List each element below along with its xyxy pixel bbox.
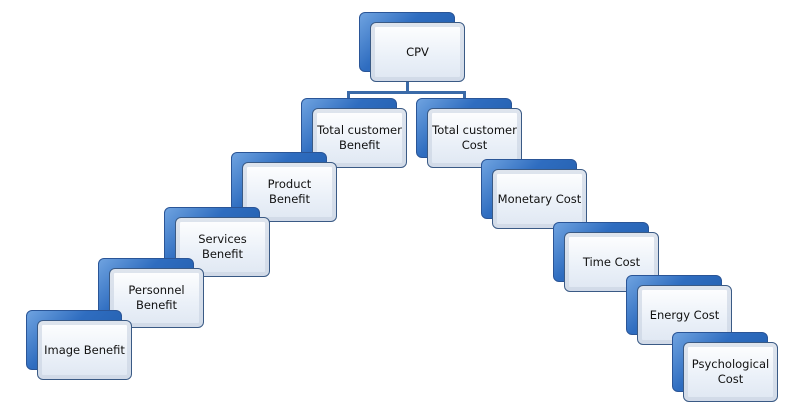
node-label: Personnel Benefit <box>109 268 204 328</box>
node-image-benefit: Image Benefit <box>26 310 132 380</box>
node-label: Monetary Cost <box>492 169 587 229</box>
connector-root-down <box>406 82 409 92</box>
node-label: Psychological Cost <box>683 342 778 402</box>
node-label: Total customer Benefit <box>312 108 407 168</box>
connector-horizontal <box>347 91 466 94</box>
connector-left-down <box>347 91 350 101</box>
node-monetary-cost: Monetary Cost <box>481 159 587 229</box>
node-cpv: CPV <box>359 12 465 82</box>
node-psychological-cost: Psychological Cost <box>672 332 778 402</box>
node-product-benefit: Product Benefit <box>231 152 337 222</box>
node-total-customer-benefit: Total customer Benefit <box>301 98 407 168</box>
node-energy-cost: Energy Cost <box>626 275 732 345</box>
node-label: Image Benefit <box>37 320 132 380</box>
node-personnel-benefit: Personnel Benefit <box>98 258 204 328</box>
node-label: CPV <box>370 22 465 82</box>
node-label: Product Benefit <box>242 162 337 222</box>
connector-right-down <box>463 91 466 101</box>
node-total-customer-cost: Total customer Cost <box>416 98 522 168</box>
node-label: Total customer Cost <box>427 108 522 168</box>
node-time-cost: Time Cost <box>553 222 659 292</box>
